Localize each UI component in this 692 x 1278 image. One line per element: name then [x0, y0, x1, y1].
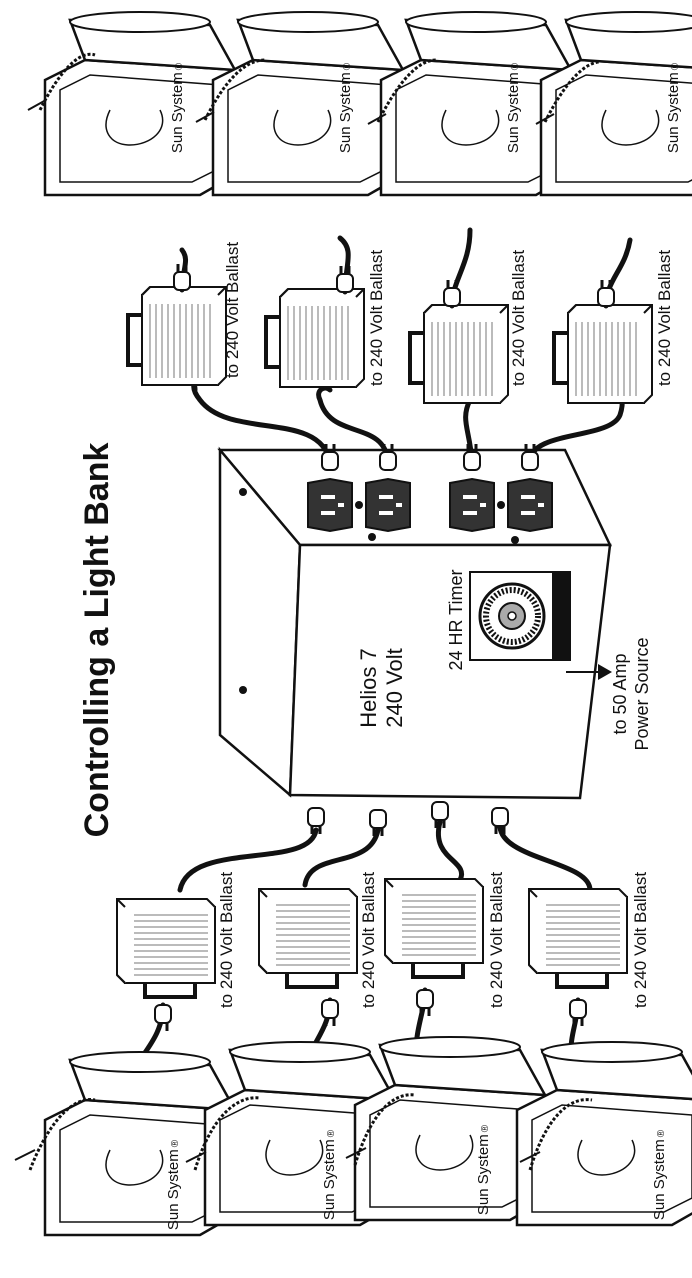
- outlet-2: [365, 478, 411, 532]
- controller-name-line2: 240 Volt: [382, 648, 407, 728]
- ballast-label-top-4: to 240 Volt Ballast: [655, 250, 674, 386]
- ballast-label-bottom-1: to 240 Volt Ballast: [217, 872, 236, 1008]
- power-label-line2: Power Source: [632, 637, 652, 750]
- helios-controller: 24 HR Timer Helios 7 240 Volt to 50 Amp …: [217, 446, 652, 800]
- registered-mark: ®: [480, 1124, 491, 1132]
- lamp-brand-top-3: Sun System®: [505, 62, 522, 153]
- lamp-brand-bottom-1: Sun System®: [165, 1139, 182, 1230]
- ballast-bottom-4: [527, 887, 629, 1063]
- lamp-bottom-2: Sun System®: [185, 1040, 397, 1227]
- ballast-bottom-1: [115, 897, 217, 1063]
- ballast-label-top-2: to 240 Volt Ballast: [367, 250, 386, 386]
- registered-mark: ®: [326, 1129, 337, 1137]
- registered-mark: ®: [656, 1129, 667, 1137]
- registered-mark: ®: [510, 62, 521, 70]
- diagram-title: Controlling a Light Bank: [78, 443, 116, 838]
- lamp-bottom-4: Sun System®: [515, 1040, 692, 1227]
- ballast-top-3: [408, 227, 510, 405]
- lamp-brand-bottom-4: Sun System®: [651, 1129, 668, 1220]
- ballast-bottom-2: [257, 887, 359, 1058]
- ballast-bottom-3: [383, 877, 485, 1063]
- lamp-top-2: Sun System®: [195, 10, 405, 197]
- ballast-top-2: [264, 235, 366, 389]
- lamp-brand-top-1: Sun System®: [169, 62, 186, 153]
- lamp-top-4: Sun System®: [535, 10, 692, 197]
- lamp-top-3: Sun System®: [367, 10, 573, 197]
- lamp-bottom-1: Sun System®: [14, 1050, 237, 1237]
- ballast-label-top-3: to 240 Volt Ballast: [509, 250, 528, 386]
- power-label-line1: to 50 Amp: [610, 653, 630, 734]
- ballast-label-top-1: to 240 Volt Ballast: [223, 242, 242, 378]
- timer-dial[interactable]: [469, 571, 571, 661]
- ballast-top-4: [552, 237, 654, 405]
- outlet-4: [507, 478, 553, 532]
- ballast-label-bottom-4: to 240 Volt Ballast: [631, 872, 650, 1008]
- bottom-cords: [177, 800, 593, 893]
- registered-mark: ®: [670, 62, 681, 70]
- registered-mark: ®: [170, 1139, 181, 1147]
- lamp-brand-bottom-3: Sun System®: [475, 1124, 492, 1215]
- outlet-3: [449, 478, 495, 532]
- ballast-top-1: [126, 247, 228, 387]
- ballast-label-bottom-3: to 240 Volt Ballast: [487, 872, 506, 1008]
- lamp-bottom-3: Sun System®: [345, 1035, 547, 1222]
- registered-mark: ®: [174, 62, 185, 70]
- timer-label: 24 HR Timer: [446, 569, 466, 670]
- lamp-brand-top-2: Sun System®: [337, 62, 354, 153]
- controller-name-line1: Helios 7: [356, 648, 381, 727]
- lamp-brand-bottom-2: Sun System®: [321, 1129, 338, 1220]
- power-arrow: [566, 664, 612, 680]
- lamp-brand-top-4: Sun System®: [665, 62, 682, 153]
- outlet-1: [307, 478, 353, 532]
- lamp-top-1: Sun System®: [27, 10, 237, 197]
- registered-mark: ®: [342, 62, 353, 70]
- ballast-label-bottom-2: to 240 Volt Ballast: [359, 872, 378, 1008]
